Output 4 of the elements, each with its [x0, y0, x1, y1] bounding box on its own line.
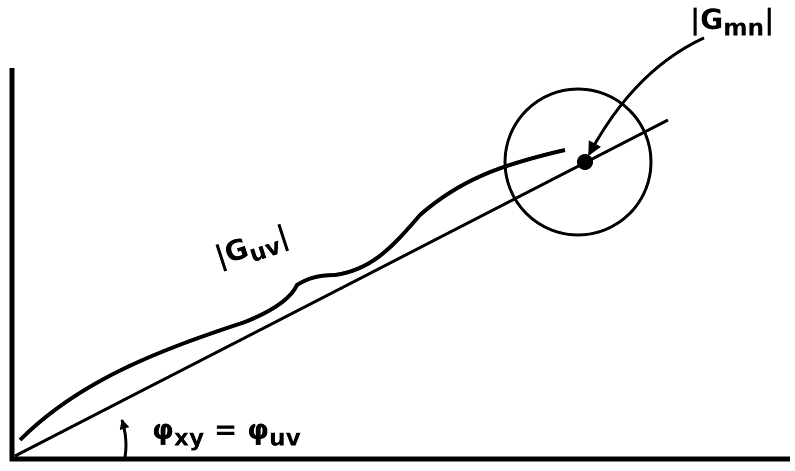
center-dot	[577, 154, 593, 170]
angle-label: φ$_{xy}$ = φ$_{uv}$	[152, 416, 301, 450]
leader-line	[588, 36, 705, 156]
symbol-label: |G$_{mn}$|	[690, 6, 774, 40]
